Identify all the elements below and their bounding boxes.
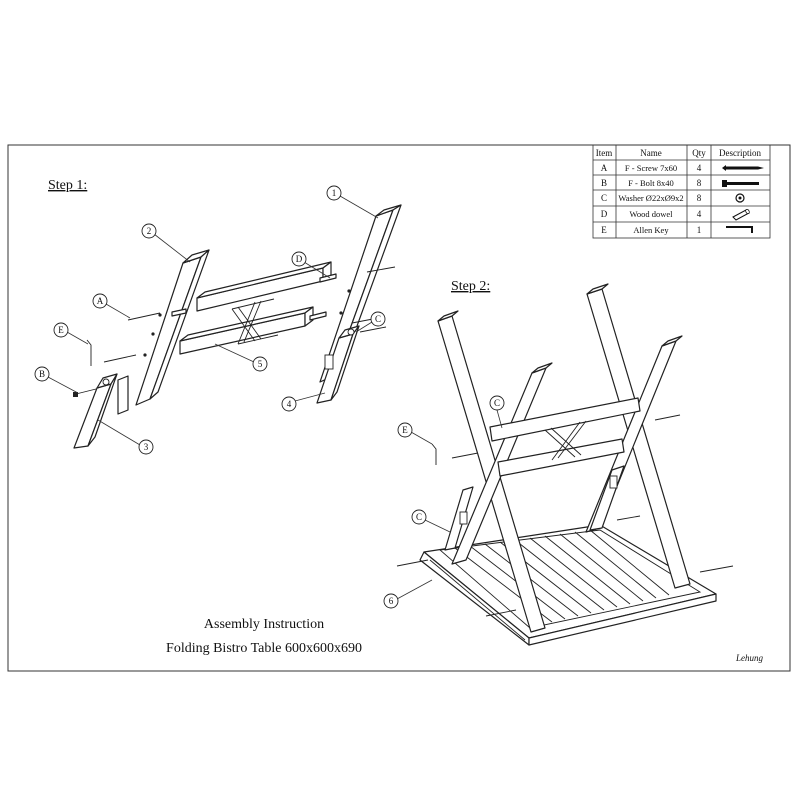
table-row-qty: 4 <box>697 163 702 173</box>
callout-d: D <box>291 251 331 279</box>
table-row-item: E <box>601 225 607 235</box>
callout-step2-c-bottom: C <box>411 509 451 533</box>
callout-label: 3 <box>144 442 149 452</box>
table-row-name: Allen Key <box>633 225 669 235</box>
allen-key-icon <box>726 226 753 233</box>
callout-label: C <box>416 512 422 522</box>
step2-foot-left <box>444 486 474 551</box>
lower-rail <box>179 306 314 355</box>
parts-table: Item Name Qty Description A F - Screw 7x… <box>592 144 771 239</box>
table-header-item: Item <box>596 148 613 158</box>
step1-label: Step 1: <box>48 178 87 193</box>
table-row-qty: 8 <box>697 178 702 188</box>
leg-left-back <box>586 283 691 589</box>
step2-label: Step 2: <box>451 279 490 294</box>
callout-label: D <box>296 254 303 264</box>
title-line-2: Folding Bistro Table 600x600x690 <box>166 641 362 656</box>
step2-lower-rail <box>497 438 625 477</box>
callout-label: 2 <box>147 226 152 236</box>
callout-5: 5 <box>214 343 268 372</box>
callout-label: 6 <box>389 596 394 606</box>
callout-step2-e: E <box>397 422 433 445</box>
step2-assembled-view: C E C 6 <box>383 283 734 646</box>
callout-4: 4 <box>281 392 326 412</box>
title-line-1: Assembly Instruction <box>204 617 324 632</box>
table-header-description: Description <box>719 148 761 158</box>
table-row-name: Washer Ø22xØ9x2 <box>618 193 683 203</box>
table-row-item: D <box>601 209 608 219</box>
table-row-qty: 8 <box>697 193 702 203</box>
callout-label: A <box>97 296 104 306</box>
step1-exploded-view: 1 2 D A C E 5 <box>34 185 402 455</box>
table-row-qty: 1 <box>697 225 702 235</box>
callout-2: 2 <box>141 223 191 263</box>
bolt-icon <box>722 180 759 187</box>
step2-foot-right <box>589 465 625 531</box>
foot-3 <box>73 373 129 449</box>
callout-3: 3 <box>97 419 154 455</box>
callout-label: B <box>39 369 45 379</box>
callout-e: E <box>53 322 89 345</box>
leg-2 <box>135 249 210 406</box>
callout-label: 4 <box>287 399 292 409</box>
callout-label: E <box>402 425 408 435</box>
sheet-border <box>7 144 791 672</box>
table-row-qty: 4 <box>697 209 702 219</box>
table-top-6 <box>419 524 717 646</box>
washer-icon <box>735 193 745 203</box>
screw-icon <box>722 165 764 171</box>
x-brace <box>231 298 279 345</box>
signature: Lehung <box>735 653 764 663</box>
callout-label: C <box>494 398 500 408</box>
dowel-icon <box>732 208 750 221</box>
upper-rail <box>196 261 332 312</box>
callout-6: 6 <box>383 579 433 609</box>
table-header-qty: Qty <box>692 148 706 158</box>
table-header-name: Name <box>640 148 662 158</box>
callout-1: 1 <box>326 185 379 219</box>
callout-step2-c-top: C <box>489 395 505 429</box>
callout-label: E <box>58 325 64 335</box>
callout-c: C <box>355 311 386 333</box>
callout-a: A <box>92 293 131 319</box>
dowel-pins <box>171 273 337 321</box>
foot-4 <box>316 325 360 404</box>
table-row-name: F - Screw 7x60 <box>625 163 677 173</box>
table-row-item: A <box>601 163 608 173</box>
callout-label: 1 <box>332 188 337 198</box>
table-row-name: F - Bolt 8x40 <box>628 178 674 188</box>
table-row-item: C <box>601 193 607 203</box>
callout-label: 5 <box>258 359 263 369</box>
callout-b: B <box>34 366 79 394</box>
table-row-name: Wood dowel <box>630 209 674 219</box>
table-row-item: B <box>601 178 607 188</box>
callout-label: C <box>375 314 381 324</box>
step2-upper-rail <box>489 397 641 442</box>
step2-x-brace <box>544 420 587 461</box>
